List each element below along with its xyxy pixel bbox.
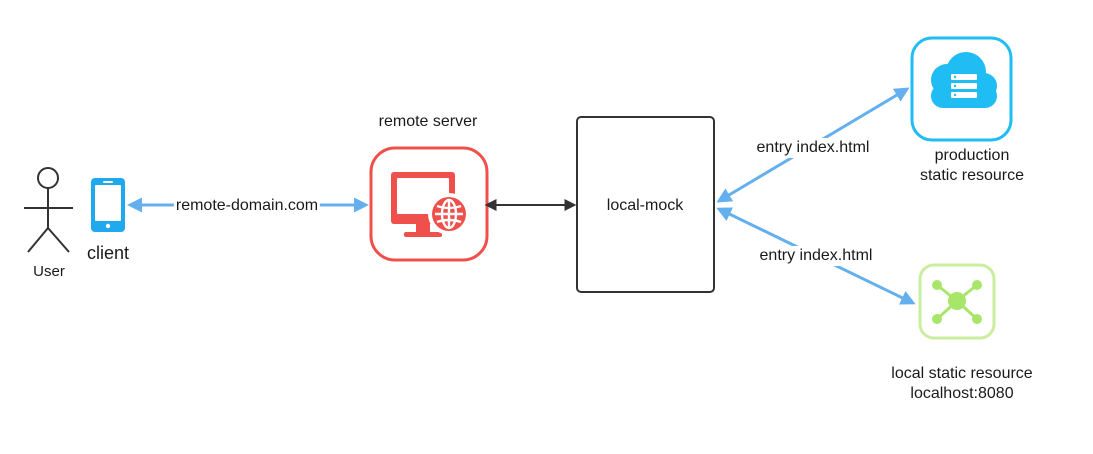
user-label: User [33,263,65,280]
local-mock-box [576,116,715,293]
local-mock-label: local-mock [606,197,684,214]
local-static-label: local static resource localhost:8080 [891,364,1032,404]
cloud-server-icon [910,36,1013,142]
smartphone-icon [91,178,125,232]
monitor-globe-icon [369,146,489,262]
client-label: client [86,243,130,263]
production-label: production static resource [920,146,1024,186]
production-label-line1: production [934,147,1010,164]
production-label-line2: static resource [919,167,1025,184]
network-nodes-icon [918,263,996,340]
edge-label-remote-domain: remote-domain.com [173,196,321,216]
user-stick-figure-icon [24,167,73,253]
local-static-label-line2: localhost:8080 [910,385,1014,402]
remote-server-label: remote server [378,113,478,130]
local-static-label-line1: local static resource [891,365,1033,382]
edge-label-production-entry: entry index.html [754,138,872,158]
edge-label-local-entry: entry index.html [757,246,875,266]
